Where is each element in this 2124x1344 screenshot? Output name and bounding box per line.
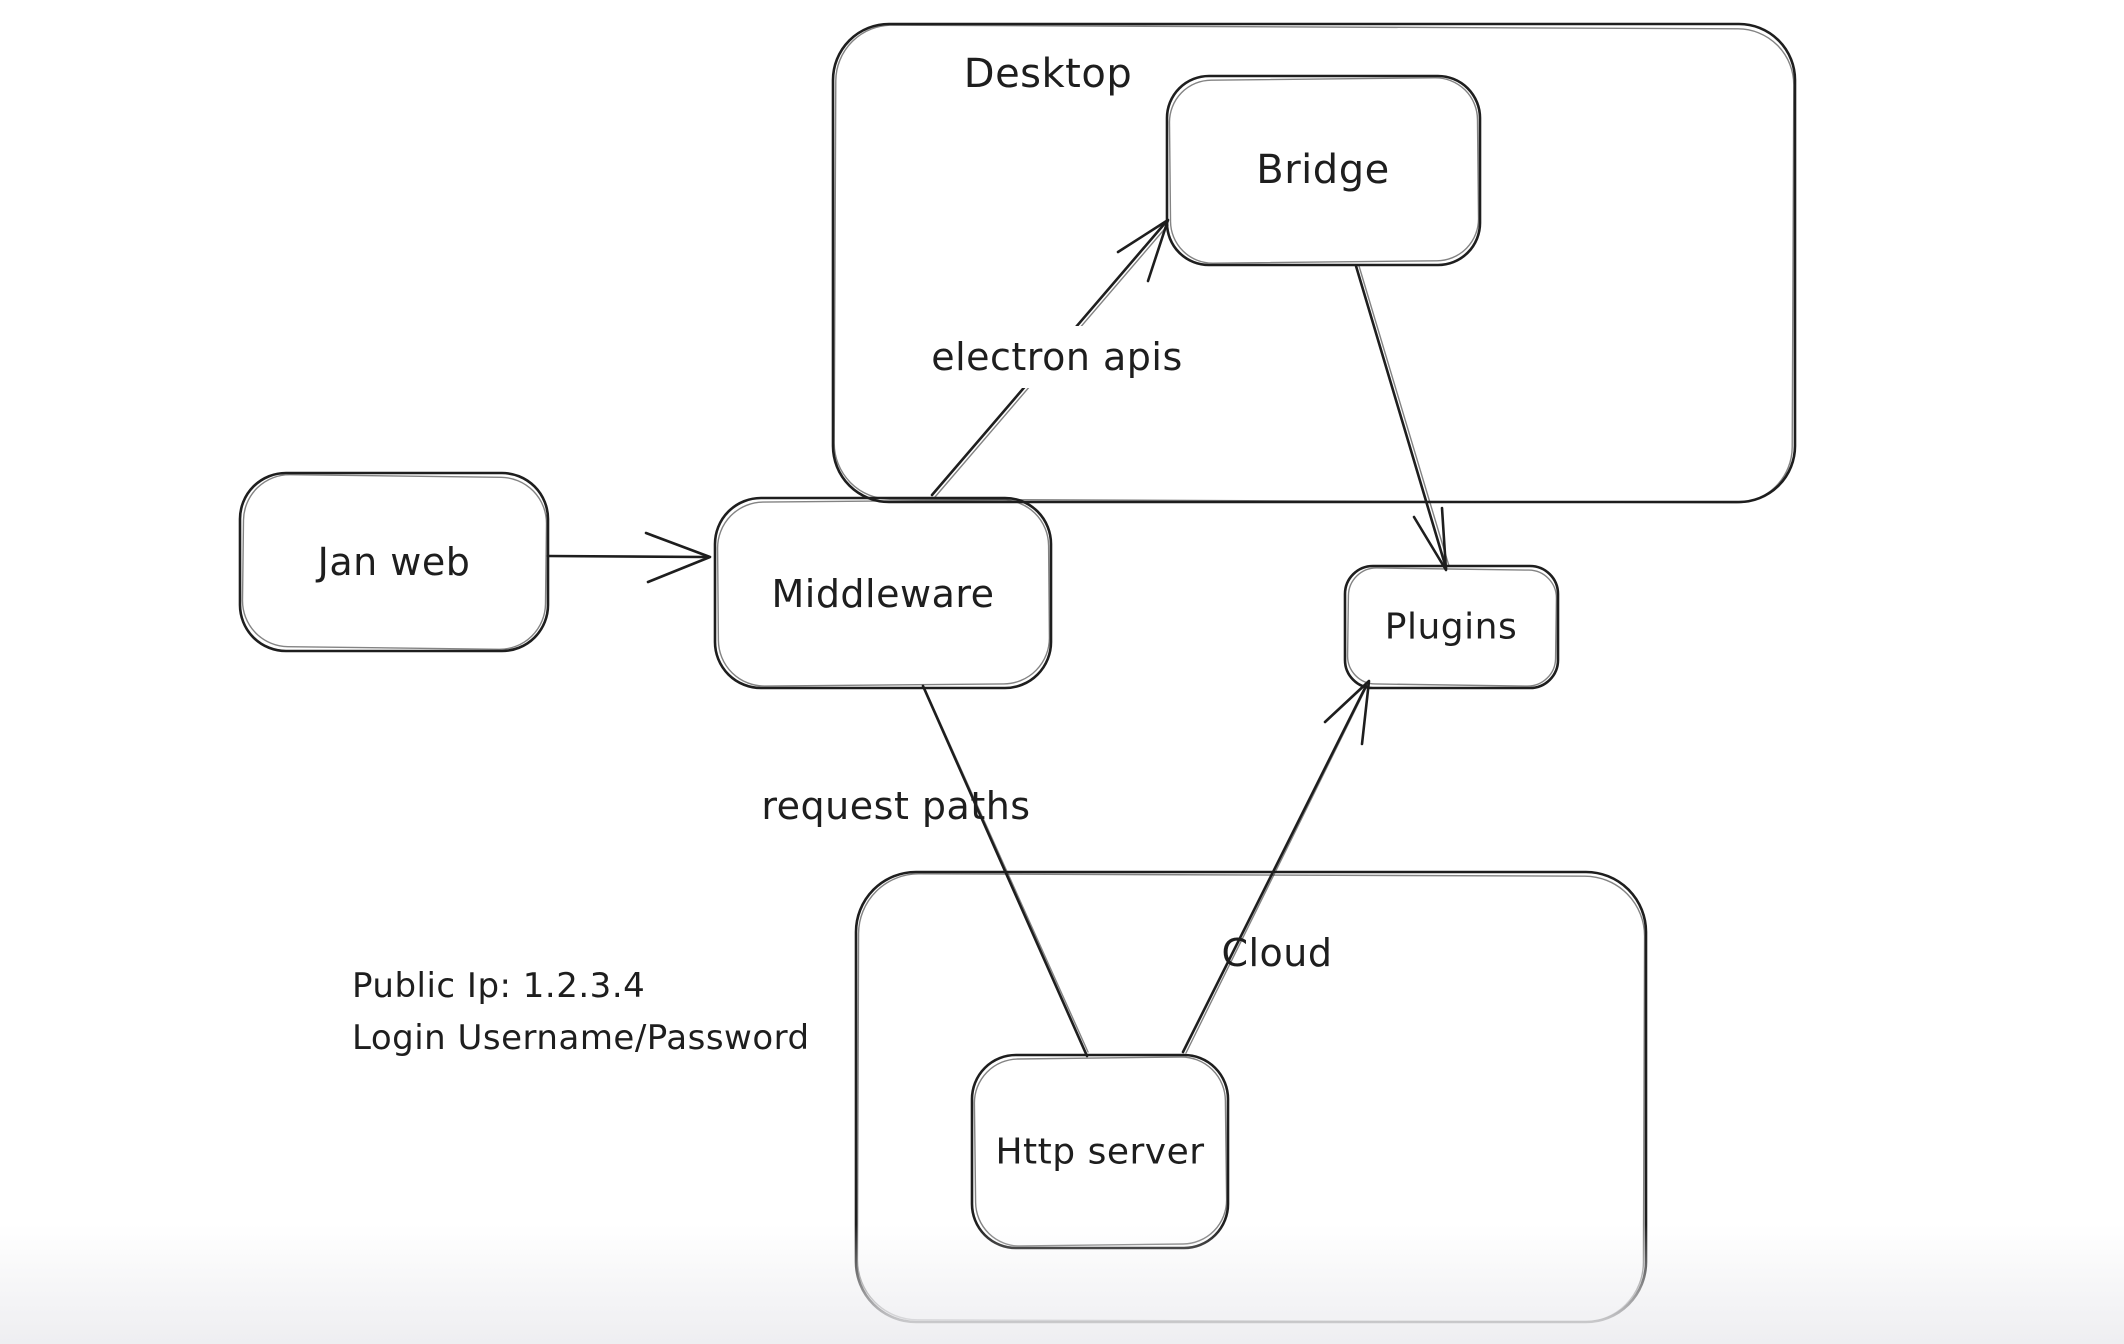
plugins-node-label: Plugins: [1385, 607, 1517, 648]
jan-web-node-label: Jan web: [316, 540, 471, 584]
desktop-container-label: Desktop: [964, 51, 1132, 97]
electron-apis-label-background: [920, 326, 1192, 388]
login-credentials-annotation: Login Username/Password: [352, 1018, 810, 1058]
edge-bridge-to-plugins[interactable]: [1354, 264, 1450, 572]
http-server-node-label: Http server: [995, 1132, 1204, 1173]
edge-jan-web-to-middleware[interactable]: [546, 531, 712, 584]
electron-apis-edge-label: electron apis: [931, 335, 1183, 379]
middleware-node-label: Middleware: [771, 572, 994, 616]
public-ip-annotation: Public Ip: 1.2.3.4: [352, 966, 645, 1006]
request-paths-edge-label: request paths: [761, 784, 1030, 828]
edge-middleware-to-http-server[interactable]: [921, 684, 1089, 1058]
bridge-node-label: Bridge: [1256, 147, 1389, 193]
plugins-node[interactable]: [1343, 564, 1560, 690]
bridge-node[interactable]: [1165, 74, 1482, 267]
middleware-node[interactable]: [713, 496, 1053, 690]
desktop-container[interactable]: [831, 22, 1797, 504]
cloud-container-label: Cloud: [1221, 931, 1332, 975]
edge-http-server-to-plugins[interactable]: [1181, 679, 1371, 1054]
jan-web-node[interactable]: [238, 471, 550, 653]
